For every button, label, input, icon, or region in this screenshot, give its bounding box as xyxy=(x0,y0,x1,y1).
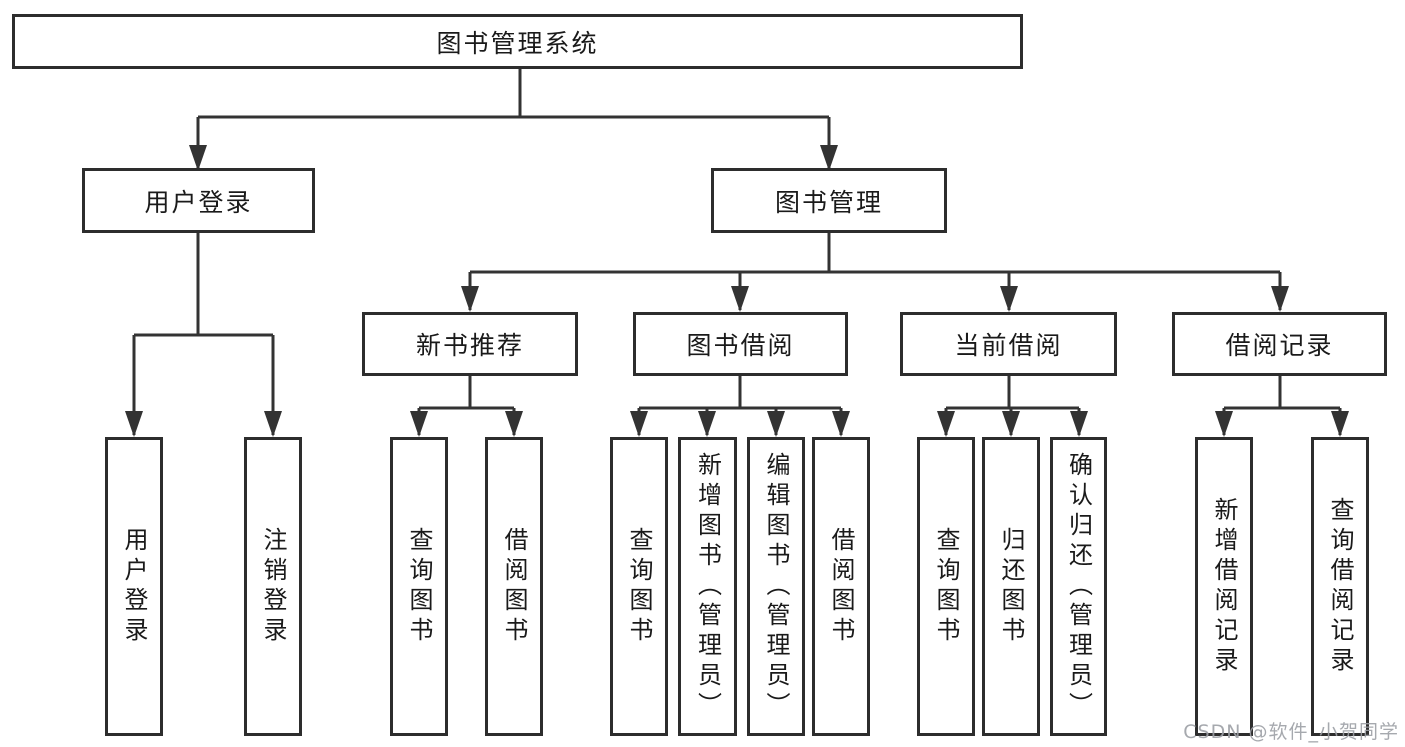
node-borrowing-records: 借阅记录 xyxy=(1172,312,1387,376)
leaf-add-borrow-record: 新增借阅记录 xyxy=(1195,437,1253,736)
node-borrowing-records-label: 借阅记录 xyxy=(1225,331,1334,360)
leaf-logout-login-label: 注销登录 xyxy=(259,526,287,647)
leaf-query-books-current-label: 查询图书 xyxy=(932,526,960,647)
leaf-confirm-return-admin: 确认归还（管理员） xyxy=(1050,437,1107,736)
leaf-query-borrow-record-label: 查询借阅记录 xyxy=(1326,496,1354,677)
leaf-add-book-admin-label: 新增图书（管理员） xyxy=(693,451,722,722)
leaf-borrow-books-label: 借阅图书 xyxy=(827,526,855,647)
leaf-user-login: 用户登录 xyxy=(105,437,163,736)
node-current-borrowing-label: 当前借阅 xyxy=(954,331,1063,360)
leaf-add-borrow-record-label: 新增借阅记录 xyxy=(1210,496,1238,677)
node-book-management: 图书管理 xyxy=(711,168,947,233)
leaf-query-books-recommend-label: 查询图书 xyxy=(405,526,433,647)
watermark: CSDN @软件_小贺同学 xyxy=(1183,721,1399,743)
leaf-query-books-current: 查询图书 xyxy=(917,437,975,736)
node-current-borrowing: 当前借阅 xyxy=(900,312,1117,376)
node-new-book-recommend: 新书推荐 xyxy=(362,312,578,376)
leaf-query-books-borrowing-label: 查询图书 xyxy=(625,526,653,647)
leaf-query-books-recommend: 查询图书 xyxy=(390,437,448,736)
leaf-return-books: 归还图书 xyxy=(982,437,1040,736)
node-root: 图书管理系统 xyxy=(12,14,1023,69)
node-book-borrowing-label: 图书借阅 xyxy=(686,331,795,360)
node-root-label: 图书管理系统 xyxy=(436,28,599,58)
leaf-return-books-label: 归还图书 xyxy=(997,526,1025,647)
connector-borrowing-records-to-leaves xyxy=(1215,376,1349,437)
leaf-query-borrow-record: 查询借阅记录 xyxy=(1311,437,1369,736)
connector-user-login-to-leaves xyxy=(125,233,282,437)
node-book-borrowing: 图书借阅 xyxy=(633,312,848,376)
leaf-edit-book-admin: 编辑图书（管理员） xyxy=(747,437,805,736)
leaf-edit-book-admin-label: 编辑图书（管理员） xyxy=(762,451,790,722)
connector-root-to-level2 xyxy=(189,69,838,171)
node-user-login-label: 用户登录 xyxy=(144,187,253,217)
node-user-login: 用户登录 xyxy=(82,168,315,233)
node-book-management-label: 图书管理 xyxy=(774,187,883,217)
leaf-add-book-admin: 新增图书（管理员） xyxy=(678,437,737,736)
leaf-borrow-books-recommend: 借阅图书 xyxy=(485,437,543,736)
leaf-confirm-return-admin-label: 确认归还（管理员） xyxy=(1064,451,1093,722)
leaf-borrow-books: 借阅图书 xyxy=(812,437,870,736)
leaf-query-books-borrowing: 查询图书 xyxy=(610,437,668,736)
connector-current-borrowing-to-leaves xyxy=(937,376,1088,437)
connector-book-management-to-level3 xyxy=(461,233,1289,312)
connector-new-book-recommend-to-leaves xyxy=(410,376,523,437)
connector-book-borrowing-to-leaves xyxy=(630,376,850,437)
leaf-logout-login: 注销登录 xyxy=(244,437,302,736)
node-new-book-recommend-label: 新书推荐 xyxy=(415,331,524,360)
leaf-user-login-label: 用户登录 xyxy=(120,526,148,647)
leaf-borrow-books-recommend-label: 借阅图书 xyxy=(500,526,528,647)
